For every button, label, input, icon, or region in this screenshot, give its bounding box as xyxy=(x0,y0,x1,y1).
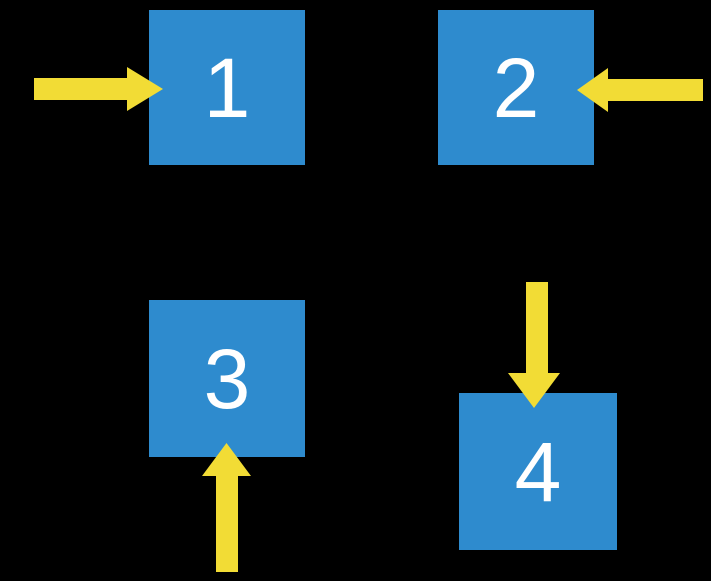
box-2[interactable]: 2 xyxy=(438,10,594,165)
arrow-right-icon xyxy=(34,67,163,111)
box-2-label: 2 xyxy=(492,40,540,135)
box-1-label: 1 xyxy=(203,40,251,135)
box-4-label: 4 xyxy=(514,424,562,519)
box-3[interactable]: 3 xyxy=(149,300,305,457)
box-1[interactable]: 1 xyxy=(149,10,305,165)
arrow-down-icon xyxy=(508,282,560,408)
arrow-up-icon xyxy=(202,443,251,572)
box-3-label: 3 xyxy=(203,331,251,426)
arrow-left-icon xyxy=(577,68,703,112)
box-4[interactable]: 4 xyxy=(459,393,617,550)
